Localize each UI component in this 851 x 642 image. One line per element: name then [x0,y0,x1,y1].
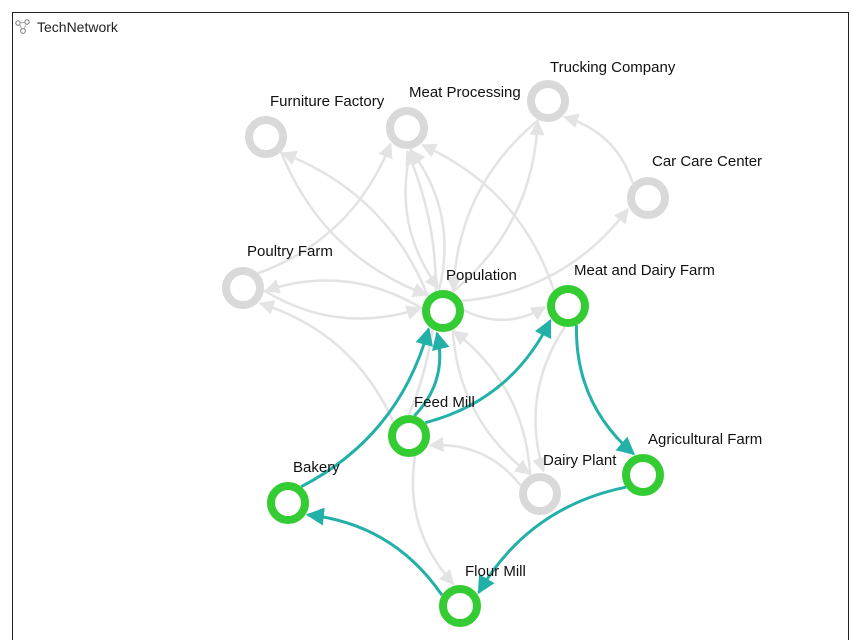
node-ring[interactable] [388,415,430,457]
edge-dairy_plant-to-population [452,330,532,476]
node-ring[interactable] [222,267,264,309]
edge-car_care_center-to-trucking_company [563,113,635,184]
edge-feed_mill-to-meat_dairy_farm [424,318,552,425]
graph-nodes: Furniture Factory Meat Processing Trucking… [222,59,762,627]
node-ring[interactable] [422,290,464,332]
node-trucking-company[interactable]: Trucking Company [527,59,676,122]
edge-meat_dairy_farm-to-dairy_plant [532,326,566,473]
node-label: Dairy Plant [543,452,617,469]
node-dairy-plant[interactable]: Dairy Plant [519,452,617,515]
edge-agricultural_farm-to-flour_mill [477,485,627,595]
edge-population-to-meat_processing [410,149,446,291]
edge-feed_mill-to-flour_mill [411,455,455,586]
node-meat-processing[interactable]: Meat Processing [386,84,521,149]
edge-trucking_company-to-population [446,118,540,292]
node-ring[interactable] [519,473,561,515]
edge-furniture_factory-to-population [279,151,429,298]
node-poultry-farm[interactable]: Poultry Farm [222,243,333,309]
node-ring[interactable] [622,454,664,496]
active-edges [300,318,636,597]
node-ring[interactable] [267,482,309,524]
edge-dairy_plant-to-feed_mill [428,436,522,487]
inactive-edges [257,113,635,586]
node-label: Car Care Center [652,153,762,170]
node-ring[interactable] [245,116,287,158]
edge-feed_mill-to-meat_processing [405,149,437,416]
edge-meat_dairy_farm-to-agricultural_farm [574,325,636,456]
edge-flour_mill-to-bakery [305,507,444,597]
node-car-care-center[interactable]: Car Care Center [627,153,762,219]
node-ring[interactable] [386,107,428,149]
node-label: Feed Mill [414,394,475,411]
edge-meat_processing-to-population [404,148,440,290]
node-label: Poultry Farm [247,243,333,260]
edge-bakery-to-population [300,327,434,489]
edge-feed_mill-to-population [413,331,450,417]
node-furniture-factory[interactable]: Furniture Factory [245,93,385,158]
node-population[interactable]: Population [422,267,517,332]
node-label: Furniture Factory [270,93,385,110]
node-bakery[interactable]: Bakery [267,459,340,524]
node-label: Bakery [293,459,340,476]
node-label: Meat and Dairy Farm [574,262,715,279]
node-feed-mill[interactable]: Feed Mill [388,394,475,457]
edge-population-to-meat_dairy_farm [463,305,547,322]
node-flour-mill[interactable]: Flour Mill [439,563,526,627]
node-ring[interactable] [627,177,669,219]
node-label: Meat Processing [409,84,521,101]
edge-poultry_farm-to-population [263,289,422,320]
node-ring[interactable] [439,585,481,627]
edge-feed_mill-to-poultry_farm [258,300,395,423]
edge-population-to-dairy_plant [451,329,531,475]
node-meat-dairy-farm[interactable]: Meat and Dairy Farm [547,262,715,327]
edge-poultry_farm-to-meat_processing [257,142,393,275]
edge-population-to-car_care_center [461,207,629,303]
edge-meat_dairy_farm-to-meat_processing [421,143,556,291]
node-label: Trucking Company [550,59,676,76]
node-label: Population [446,267,517,284]
node-agricultural-farm[interactable]: Agricultural Farm [622,431,762,496]
node-ring[interactable] [547,285,589,327]
network-icon [15,19,30,34]
window-titlebar: TechNetwork [14,17,118,37]
node-ring[interactable] [527,80,569,122]
node-label: Agricultural Farm [648,431,762,448]
node-label: Flour Mill [465,563,526,580]
edge-population-to-poultry_farm [264,279,423,310]
edge-population-to-furniture_factory [280,150,430,297]
window-title: TechNetwork [37,19,118,35]
